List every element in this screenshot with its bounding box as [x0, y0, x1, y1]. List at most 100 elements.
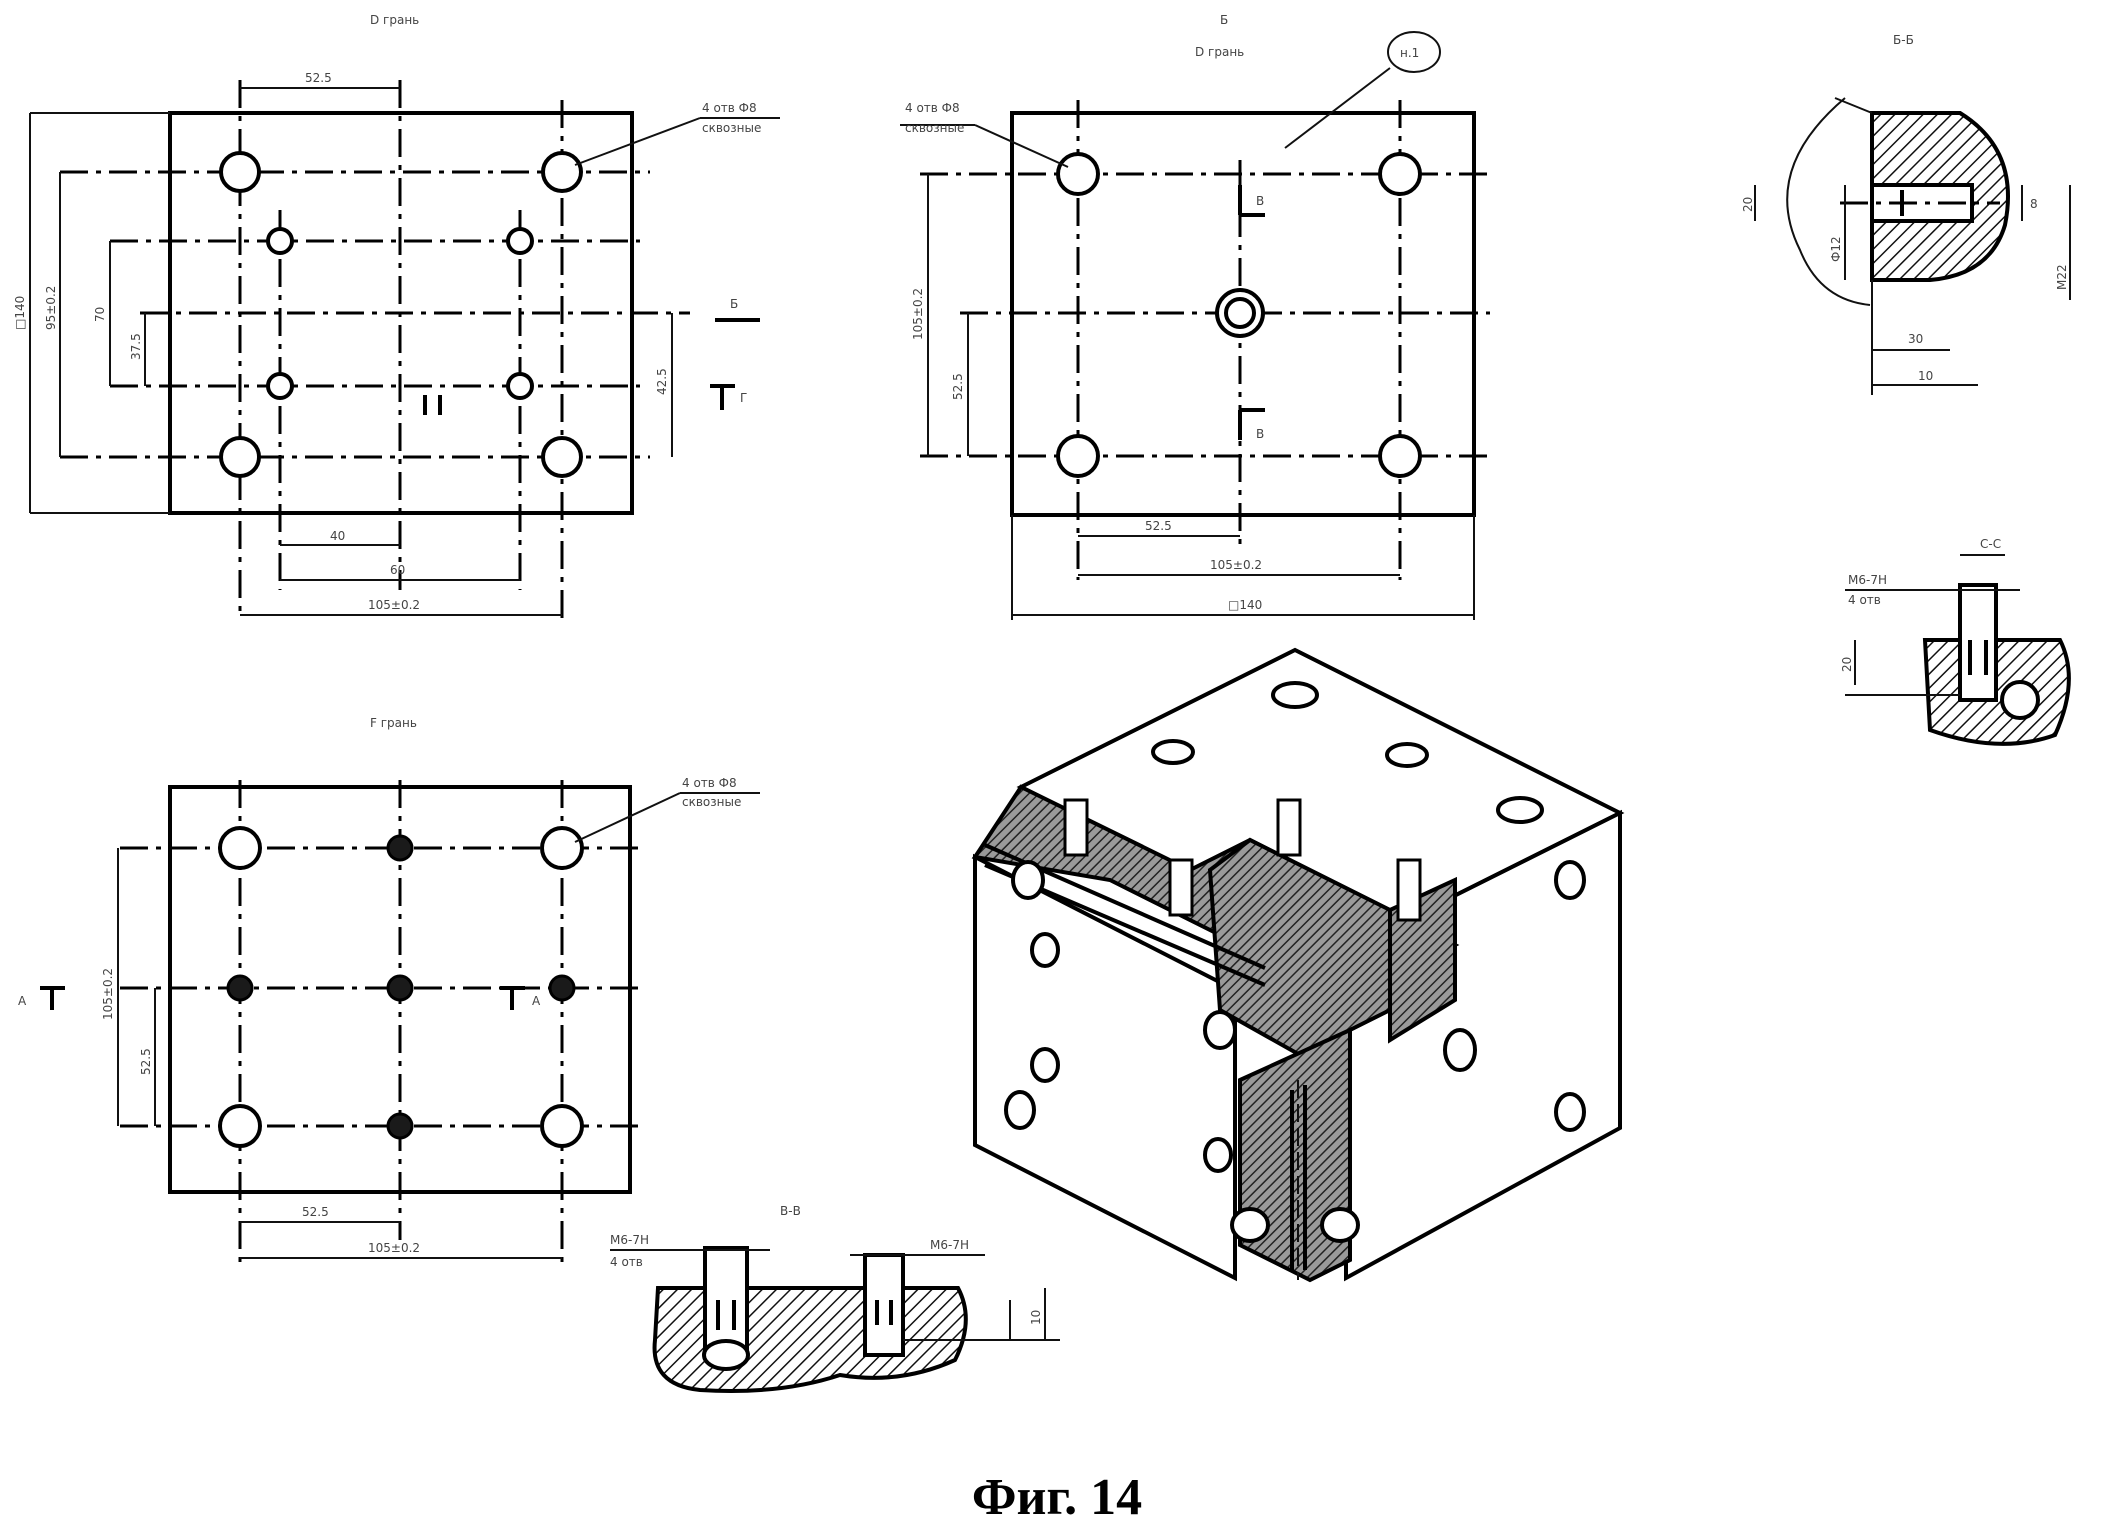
dim-bl-105: 105±0.2 [368, 1241, 420, 1255]
threaded-hole [266, 227, 294, 255]
dim-bl-52-5: 52.5 [302, 1205, 329, 1219]
section-cc-title: С-С [1980, 537, 2001, 551]
cube-top-hole [1385, 742, 1429, 768]
dim-bb-10: 10 [1918, 369, 1933, 383]
cube-bore-stub [1063, 798, 1089, 857]
thread-note-2b: 4 отв [610, 1255, 643, 1269]
cube-right-hole [1554, 860, 1586, 900]
dim-bl-52-5b: 52.5 [139, 1048, 153, 1075]
cube-top-hole [1151, 739, 1195, 765]
section-bb-arc [1786, 97, 1871, 306]
thread-note-1b: 4 отв [1848, 593, 1881, 607]
dim-bb-8: 8 [2030, 197, 2038, 211]
holes-note-1: 4 отв Ф8 [702, 101, 757, 115]
callout-bubble [1387, 31, 1441, 73]
dim-tl-140: □140 [13, 296, 27, 330]
cube-left-hole [1004, 1090, 1036, 1130]
cube-bore-stub [1168, 858, 1194, 917]
holes-note-2: 4 отв Ф8 [905, 101, 960, 115]
dim-cc-20: 20 [1840, 657, 1854, 672]
threaded-hole [548, 974, 576, 1002]
dim-bb-m22: М22 [2055, 264, 2069, 290]
section-mark-g: Г [740, 391, 747, 405]
hole [1378, 434, 1422, 478]
holes-note-3b: сквозные [682, 795, 741, 809]
cube-right-hole [1554, 1092, 1586, 1132]
cube-cutaway-post [1238, 1026, 1352, 1283]
threaded-hole [506, 227, 534, 255]
view-d-title: D грань [370, 13, 419, 27]
cube-left-hole [1203, 1137, 1233, 1173]
thread-note-1: М6-7Н [1848, 573, 1887, 587]
threaded-hole [386, 834, 414, 862]
cube-top-hole [1271, 681, 1319, 709]
section-mark-v-bottom: В [1256, 427, 1264, 441]
section-cc: С-С М6-7Н 4 отв 20 [1840, 537, 2071, 746]
cube-side-bore [1443, 1028, 1477, 1072]
dim-tl-52-5: 52.5 [305, 71, 332, 85]
dim-tm-140: □140 [1228, 598, 1262, 612]
view-b: Б D грань В В 105±0.2 52.5 52.5 105±0.2 [900, 13, 1490, 620]
section-vv: В-В М6-7Н 4 отв М6-7Н 10 [610, 1204, 1060, 1393]
cube-side-bore [1320, 1207, 1360, 1243]
cube-left-hole [1030, 1047, 1060, 1083]
hole [218, 1104, 262, 1148]
section-mark-a-left: А [18, 994, 27, 1008]
thread-note-3: М6-7Н [930, 1238, 969, 1252]
cube-left-hole [1030, 932, 1060, 968]
dim-tl-37-5: 37.5 [129, 333, 143, 360]
cube-side-bore [1230, 1207, 1270, 1243]
view-b-letter: Б [1220, 13, 1228, 27]
section-cc-bore [1958, 583, 1998, 702]
dim-vv-10: 10 [1029, 1310, 1043, 1325]
hole [219, 436, 261, 478]
dim-bb-12: Ф12 [1829, 236, 1843, 262]
figure-caption: Фиг. 14 [971, 1469, 1143, 1526]
holes-note-1b: сквозные [702, 121, 761, 135]
hole [219, 151, 261, 193]
threaded-hole [386, 974, 414, 1002]
callout-label: н.1 [1400, 46, 1419, 60]
cube-bore-stub [1276, 798, 1302, 857]
view-f-title: F грань [370, 716, 417, 730]
threaded-hole [226, 974, 254, 1002]
threaded-hole [266, 372, 294, 400]
dim-tl-42-5: 42.5 [655, 368, 669, 395]
center-bore-inner [1224, 297, 1256, 329]
cube-side-bore [1203, 1010, 1237, 1050]
threaded-hole [386, 1112, 414, 1140]
cube-top-hole [1496, 796, 1544, 824]
view-b-title: D грань [1195, 45, 1244, 59]
dim-bl-105b: 105±0.2 [101, 968, 115, 1020]
section-mark-b: Б [730, 297, 738, 311]
cube-side-bore [1011, 860, 1045, 900]
section-bb: Б-Б 30 10 20 Ф12 М22 8 [1741, 33, 2071, 395]
dim-tm-105: 105±0.2 [911, 288, 925, 340]
holes-note-2b: сквозные [905, 121, 964, 135]
view-f-face: F грань 105±0.2 52.5 52.5 105±0.2 4 отв … [18, 716, 760, 1265]
bore-tip-1 [702, 1339, 750, 1371]
dim-tm-52-5: 52.5 [1145, 519, 1172, 533]
dim-tl-95: 95±0.2 [44, 286, 58, 330]
cube-bore-stub [1396, 858, 1422, 922]
dim-tl-105: 105±0.2 [368, 598, 420, 612]
hole [540, 1104, 584, 1148]
dim-tl-40: 40 [330, 529, 345, 543]
section-mark-a-right: А [532, 994, 541, 1008]
dim-tm-52-5-v: 52.5 [951, 373, 965, 400]
hole [1056, 152, 1100, 196]
section-mark-v-top: В [1256, 194, 1264, 208]
view-d-face: D грань □140 95±0.2 70 37.5 52.5 [13, 13, 780, 618]
isometric-cube [971, 647, 1625, 1283]
hole [541, 436, 583, 478]
dim-tl-60: 60 [390, 563, 405, 577]
hole [1056, 434, 1100, 478]
hole [541, 151, 583, 193]
threaded-hole [506, 372, 534, 400]
dim-bb-30: 30 [1908, 332, 1923, 346]
section-vv-bore-2 [863, 1253, 905, 1357]
hole [1378, 152, 1422, 196]
dim-tl-70: 70 [93, 307, 107, 322]
cross-bore [2000, 680, 2040, 720]
thread-note-2: М6-7Н [610, 1233, 649, 1247]
